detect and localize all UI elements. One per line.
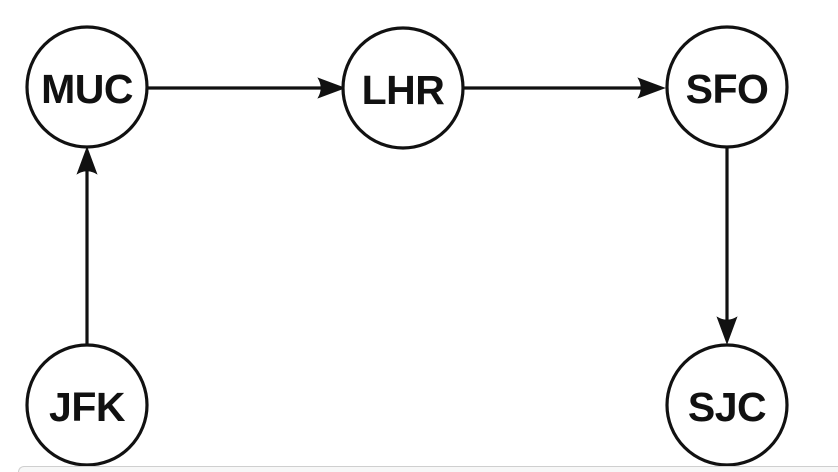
node-sjc-label: SJC	[688, 384, 766, 430]
node-sfo-circle[interactable]	[665, 25, 789, 149]
node-jfk-circle[interactable]	[25, 343, 149, 467]
edge-sfo-to-sjc-arrowhead	[716, 316, 738, 345]
edge-lhr-to-sfo-arrowhead	[637, 77, 666, 99]
bottom-panel-edge	[18, 466, 838, 472]
node-lhr-label: LHR	[362, 67, 445, 113]
node-jfk[interactable]: JFK	[25, 343, 149, 467]
node-sjc[interactable]: SJC	[665, 343, 789, 467]
edge-muc-to-lhr	[148, 77, 346, 99]
edge-jfk-to-muc-arrowhead	[76, 146, 98, 175]
node-muc-label: MUC	[41, 66, 133, 112]
edge-muc-to-lhr-arrowhead	[317, 77, 346, 99]
node-sfo[interactable]: SFO	[665, 25, 789, 149]
node-jfk-label: JFK	[49, 384, 126, 430]
node-muc-circle[interactable]	[25, 25, 149, 149]
edge-lhr-to-sfo	[463, 77, 666, 99]
edge-jfk-to-muc	[76, 146, 98, 345]
edge-sfo-to-sjc	[716, 147, 738, 345]
node-lhr[interactable]: LHR	[341, 26, 465, 150]
node-lhr-circle[interactable]	[341, 26, 465, 150]
node-sjc-circle[interactable]	[665, 343, 789, 467]
node-sfo-label: SFO	[686, 66, 769, 112]
node-muc[interactable]: MUC	[25, 25, 149, 149]
